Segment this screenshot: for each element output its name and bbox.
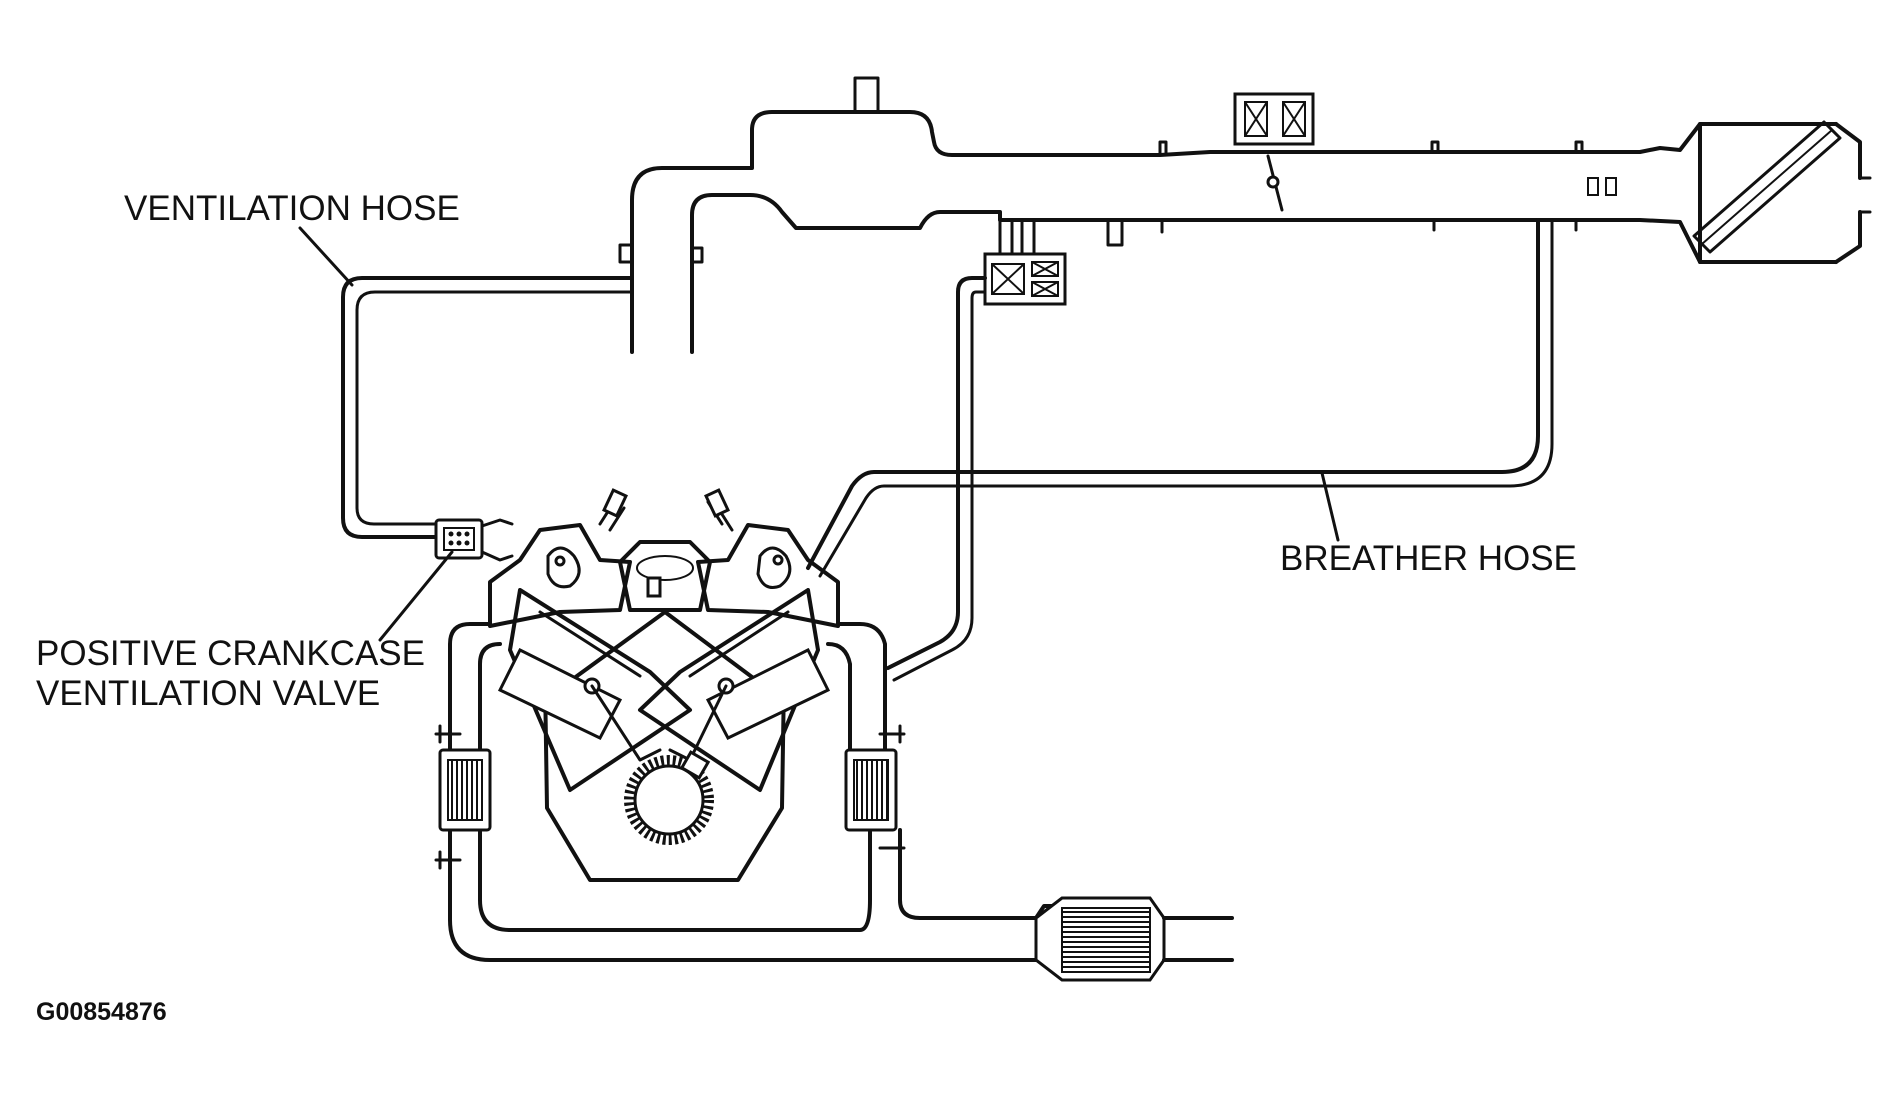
pcv-valve <box>434 518 514 562</box>
engine-block <box>488 488 840 882</box>
ventilation-hose <box>341 276 634 539</box>
ventilation-hose-leader <box>298 226 354 287</box>
pcv-valve-label-line2: VENTILATION VALVE <box>36 674 380 713</box>
pcv-valve-label-line1: POSITIVE CRANKCASE <box>36 634 425 673</box>
pcv-valve-leader <box>378 550 454 642</box>
breather-hose <box>806 218 1554 578</box>
exhaust-system <box>434 622 1234 982</box>
idle-air-bypass <box>886 218 1067 682</box>
intake-air-duct <box>618 76 1872 354</box>
leader-lines <box>298 226 1340 642</box>
ventilation-hose-label: VENTILATION HOSE <box>124 189 460 228</box>
breather-hose-label: BREATHER HOSE <box>1280 539 1577 578</box>
breather-hose-leader <box>1320 471 1340 542</box>
figure-id: G00854876 <box>36 998 167 1026</box>
